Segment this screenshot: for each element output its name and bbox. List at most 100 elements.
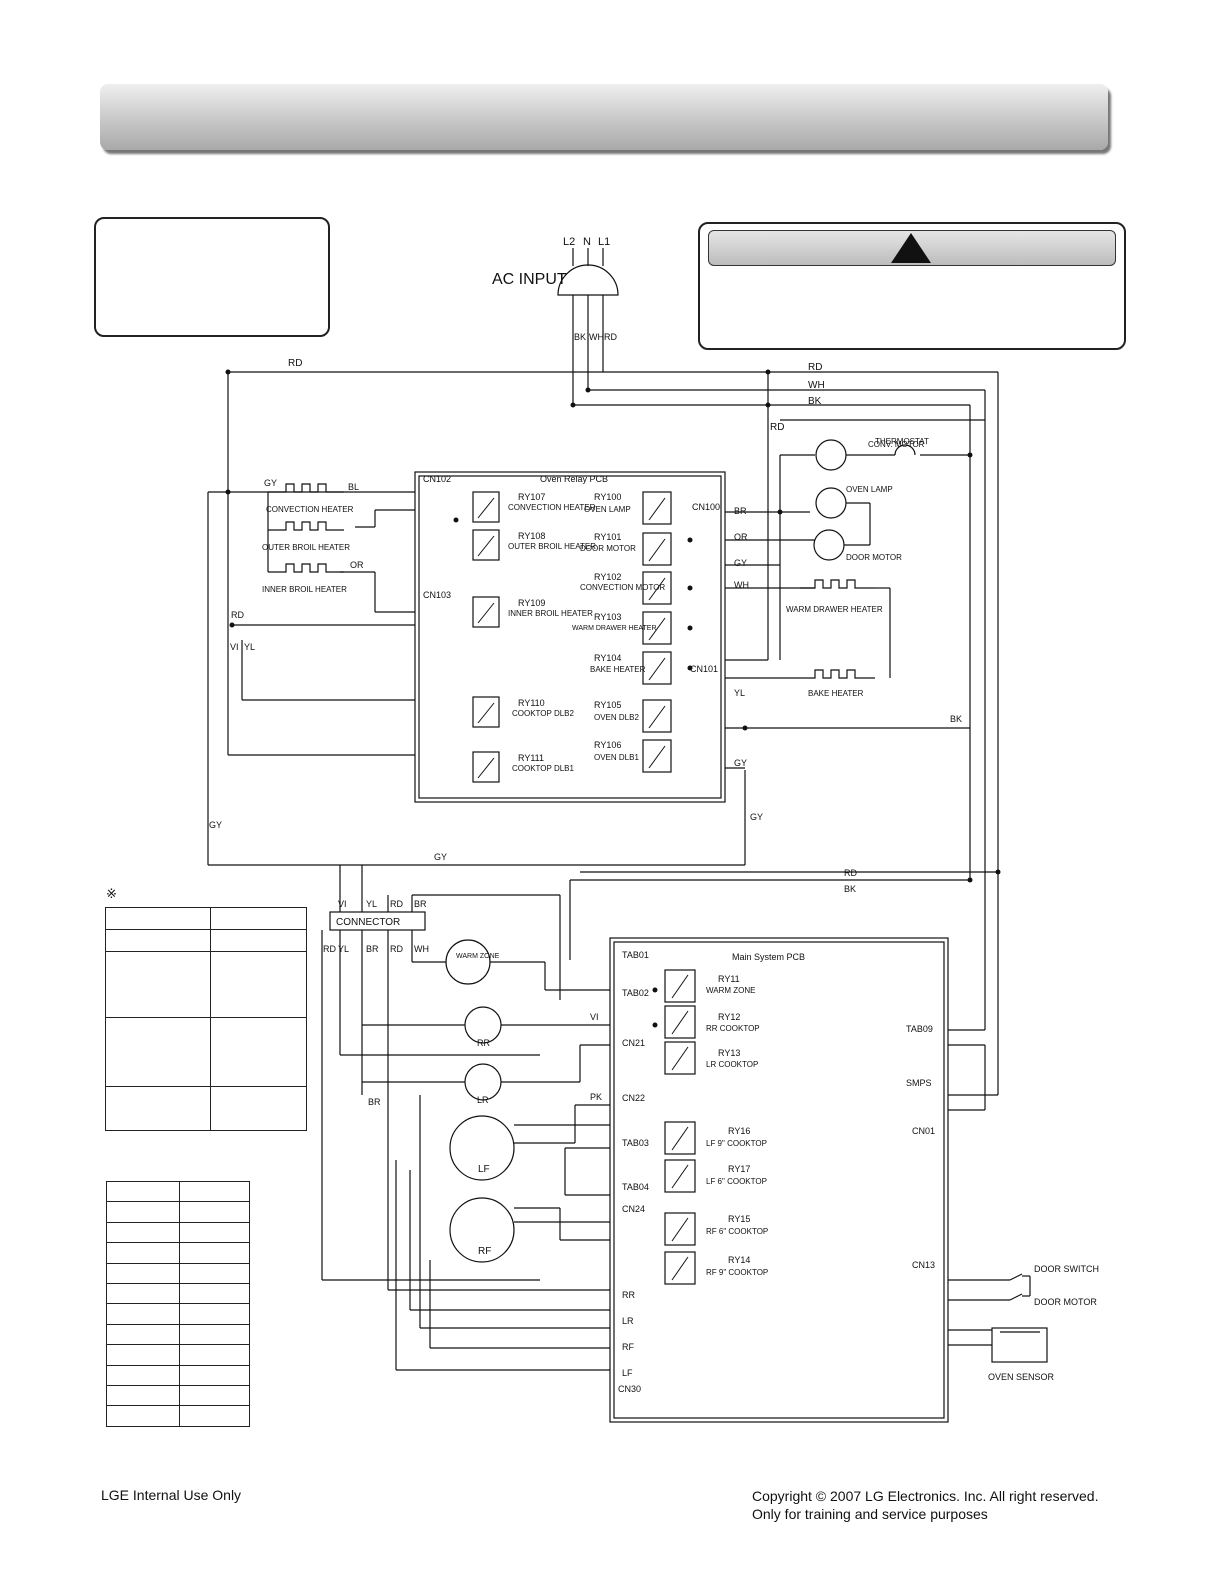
relay-id: RY16 (728, 1126, 750, 1136)
connector-label: CONNECTOR (336, 917, 400, 928)
relay-name: LF 6" COOKTOP (706, 1177, 767, 1186)
lf-element-label: LF (478, 1164, 490, 1175)
relay-name: OVEN DLB2 (594, 713, 639, 722)
cn13-label: CN13 (912, 1260, 935, 1270)
cn01-label: CN01 (912, 1126, 935, 1136)
cn100-label: CN100 (692, 502, 720, 512)
bake-heater-label: BAKE HEATER (808, 689, 864, 698)
oven-relay-pcb-title: Oven Relay PCB (540, 474, 608, 484)
relay-id: RY108 (518, 531, 545, 541)
relay-name: COOKTOP DLB2 (512, 709, 575, 718)
wire-label-or: OR (734, 532, 748, 542)
relay-name: WARM DRAWER HEATER (572, 625, 657, 632)
relay-id: RY100 (594, 492, 621, 502)
relay-id: RY17 (728, 1164, 750, 1174)
connector-pin: YL (366, 899, 377, 909)
thermostat-label: THERMOSTAT (875, 437, 929, 446)
relay-name: CONVECTION MOTOR (580, 583, 665, 592)
cn30-pin-label: LF (622, 1368, 633, 1378)
connector-pin: RD (390, 899, 403, 909)
relay-name: WARM ZONE (706, 986, 755, 995)
ac-wire-rd: RD (604, 332, 617, 342)
relay-name: OVEN LAMP (584, 505, 631, 514)
connector-pin: VI (338, 899, 347, 909)
relay-id: RY12 (718, 1012, 740, 1022)
wire-label-gy: GY (209, 820, 222, 830)
wire-label-wh: WH (734, 580, 749, 590)
ac-plug (557, 264, 619, 296)
legend-table-2 (106, 1180, 250, 1427)
relay-id: RY102 (594, 572, 621, 582)
warning-box (698, 222, 1126, 350)
wire-label-br: BR (734, 506, 747, 516)
tab09-label: TAB09 (906, 1024, 933, 1034)
warm-zone-element (445, 939, 491, 985)
relay-name: OVEN DLB1 (594, 753, 639, 762)
relay-name: COOKTOP DLB1 (512, 764, 575, 773)
door-switch-label: DOOR SWITCH (1034, 1264, 1099, 1274)
relay-name: INNER BROIL HEATER (508, 609, 593, 618)
relay-name: BAKE HEATER (590, 665, 646, 674)
relay-name: DOOR MOTOR (580, 544, 636, 553)
wire-label-vi: VI (230, 642, 239, 652)
relay-name: LF 9" COOKTOP (706, 1139, 767, 1148)
oven-lamp-label: OVEN LAMP (846, 485, 893, 494)
relay-id: RY107 (518, 492, 545, 502)
wire-label-bl: BL (348, 482, 359, 492)
cn22-label: CN22 (622, 1093, 645, 1103)
cn24-label: CN24 (622, 1204, 645, 1214)
wire-label-bk: BK (808, 396, 822, 407)
cn21-label: CN21 (622, 1038, 645, 1048)
warm-zone-label: WARM ZONE (456, 953, 500, 960)
warm-drawer-heater-label: WARM DRAWER HEATER (786, 605, 883, 614)
rr-element-label: RR (477, 1038, 490, 1048)
reference-mark: ※ (106, 886, 117, 901)
tab02-label: TAB02 (622, 988, 649, 998)
connector-pin: BR (414, 899, 427, 909)
connector-pin: BR (366, 944, 379, 954)
oven-sensor-label: OVEN SENSOR (988, 1372, 1055, 1382)
relay-name: LR COOKTOP (706, 1060, 758, 1069)
tab03-label: TAB03 (622, 1138, 649, 1148)
relay-name: RR COOKTOP (706, 1024, 760, 1033)
relay-id: RY101 (594, 532, 621, 542)
lr-element-label: LR (477, 1095, 489, 1105)
relay-id: RY103 (594, 612, 621, 622)
wire-label-gy: GY (264, 478, 277, 488)
conv-motor-label: CONV. MOTOR (868, 440, 925, 449)
wire-label-bk: BK (844, 884, 856, 894)
wire-label-rd: RD (844, 868, 857, 878)
relay-id: RY14 (728, 1255, 750, 1265)
connector-pin: RD (323, 944, 336, 954)
rf-element-label: RF (478, 1246, 491, 1257)
tab01-label: TAB01 (622, 950, 649, 960)
relay-name: OUTER BROIL HEATER (508, 542, 596, 551)
relay-id: RY109 (518, 598, 545, 608)
wire-label-gy: GY (734, 558, 747, 568)
smps-label: SMPS (906, 1078, 932, 1088)
wire-label-bk: BK (950, 714, 962, 724)
cn101-label: CN101 (690, 664, 718, 674)
connector-pin: YL (338, 944, 349, 954)
wire-label-gy: GY (750, 812, 763, 822)
convection-heater-label: CONVECTION HEATER (266, 505, 354, 514)
cn30-pin-label: LR (622, 1316, 634, 1326)
relay-id: RY104 (594, 653, 621, 663)
footer-copyright: Copyright © 2007 LG Electronics. Inc. Al… (752, 1487, 1098, 1523)
wire-label-rd: RD (288, 358, 302, 369)
ac-input-label: AC INPUT (492, 271, 567, 288)
cn30-pin-label: RF (622, 1342, 634, 1352)
terminal-n: N (583, 236, 591, 248)
cn30-pin-label: RR (622, 1290, 635, 1300)
connector-pin: WH (414, 944, 429, 954)
relay-id: RY105 (594, 700, 621, 710)
section-header-banner (100, 84, 1108, 150)
relay-name: RF 9" COOKTOP (706, 1268, 768, 1277)
relay-id: RY106 (594, 740, 621, 750)
relay-id: RY111 (518, 753, 544, 763)
relay-id: RY11 (718, 974, 740, 984)
relay-id: RY110 (518, 698, 545, 708)
ac-wire-bk: BK (574, 332, 586, 342)
wire-label-gy: GY (434, 852, 447, 862)
